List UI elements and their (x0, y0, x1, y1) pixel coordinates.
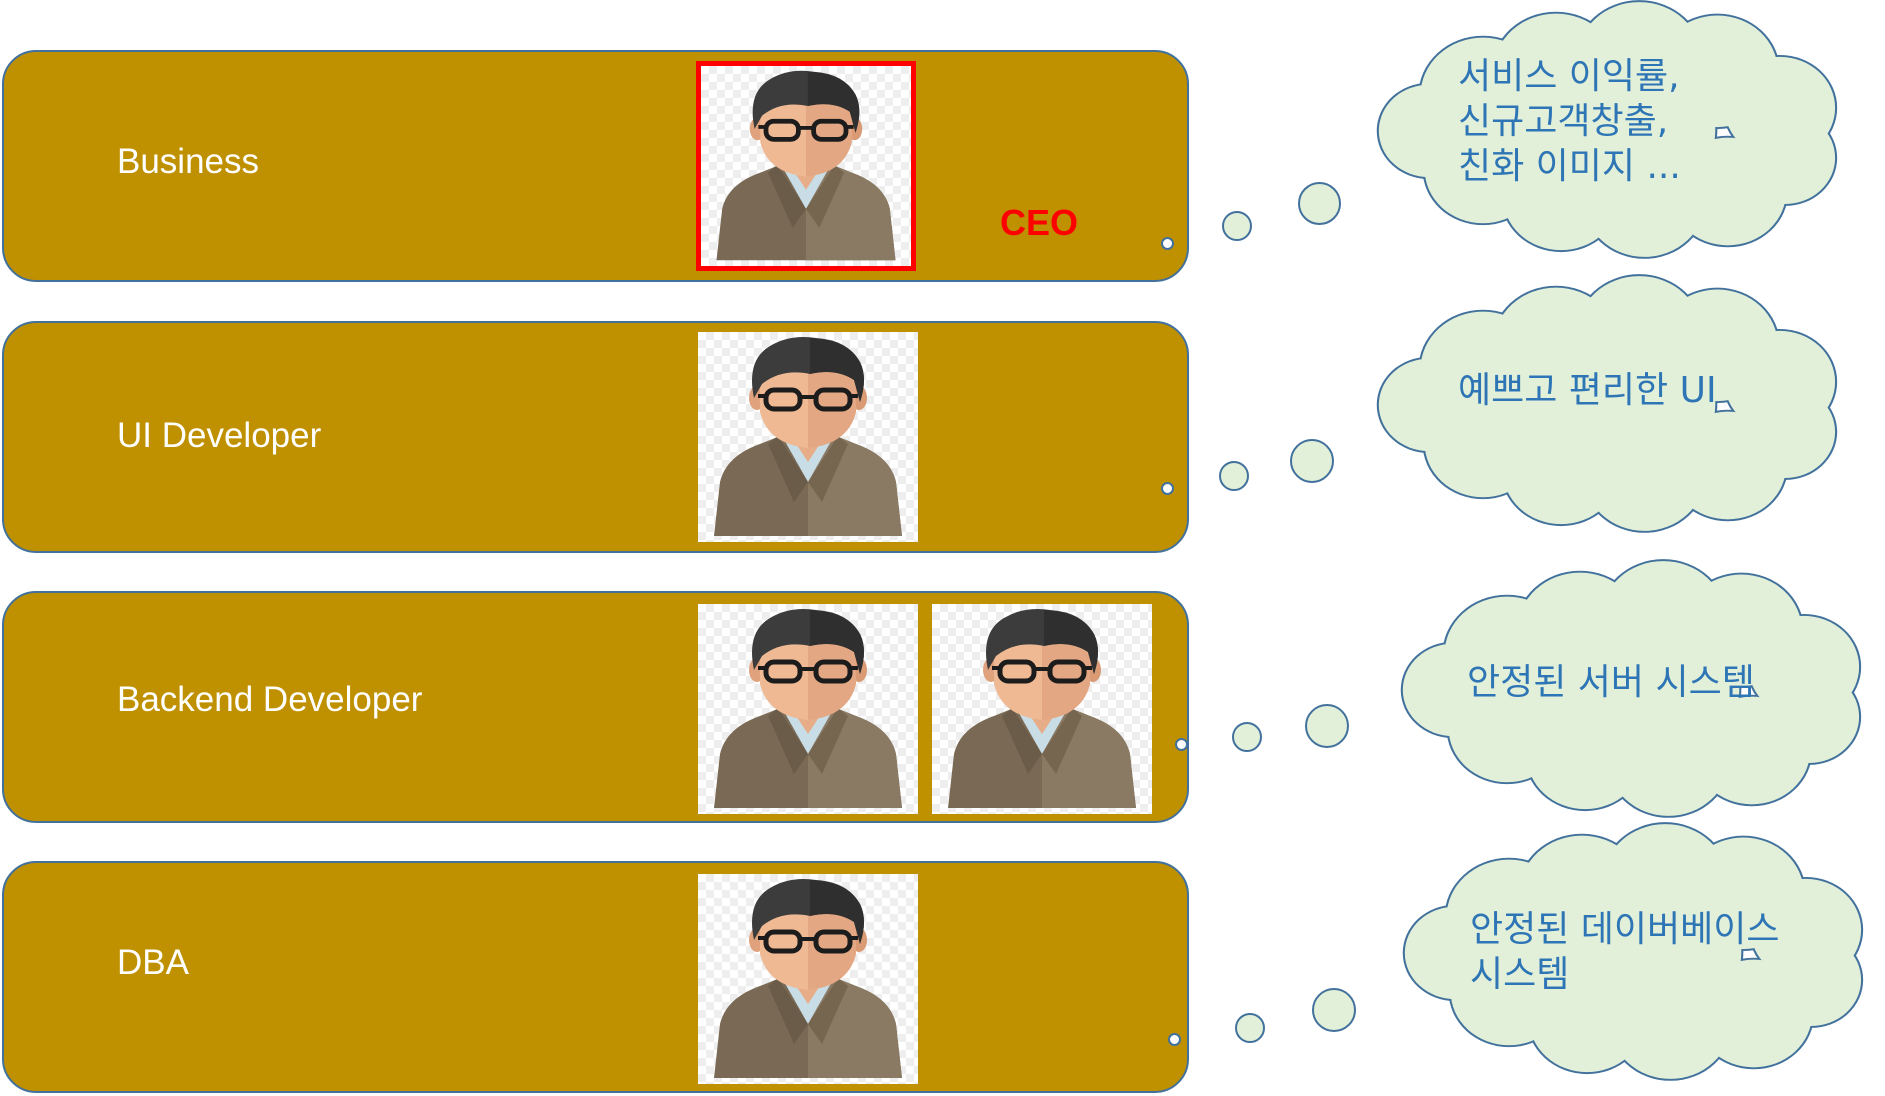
member-avatar-ceo (696, 61, 916, 271)
role-label-ui-developer: UI Developer (117, 416, 322, 455)
member-avatar-dba (698, 874, 918, 1084)
thought-bubble-small (1219, 461, 1249, 491)
thought-cloud-shape (1400, 559, 1862, 818)
thought-bubble-large (1298, 182, 1341, 225)
ceo-badge: CEO (1000, 202, 1079, 243)
thought-bubble-large (1305, 704, 1349, 748)
thought-line: 안정된 데이버베이스 (1470, 909, 1780, 950)
role-box-ui-developer: UI Developer (2, 321, 1189, 553)
person-with-glasses-avatar-icon (714, 337, 902, 536)
connector-dot (1161, 482, 1174, 495)
thought-line: 서비스 이익률, (1458, 56, 1680, 97)
connector-dot (1161, 237, 1174, 250)
thought-bubble-small (1222, 211, 1252, 241)
thought-bubble-large (1312, 988, 1356, 1032)
thought-text-dba: 안정된 데이버베이스 시스템 (1470, 907, 1780, 997)
person-with-glasses-avatar-icon (716, 70, 896, 261)
thought-cloud-ui-developer: 예쁘고 편리한 UI (1358, 274, 1858, 533)
thought-text-business: 서비스 이익률, 신규고객창출, 친화 이미지 ... (1458, 54, 1681, 189)
thought-text-ui-developer: 예쁘고 편리한 UI (1458, 368, 1717, 413)
connector-dot (1175, 738, 1188, 751)
role-label-backend-developer: Backend Developer (117, 680, 423, 719)
thought-line: 안정된 서버 시스템 (1467, 662, 1755, 703)
role-box-dba: DBA (2, 861, 1189, 1093)
thought-cloud-shape (1402, 822, 1864, 1081)
thought-bubble-small (1232, 722, 1262, 752)
role-label-dba: DBA (117, 943, 189, 982)
thought-line: 예쁘고 편리한 UI (1458, 370, 1717, 411)
thought-cloud-business: 서비스 이익률, 신규고객창출, 친화 이미지 ... (1358, 0, 1858, 259)
thought-cloud-backend-developer: 안정된 서버 시스템 (1382, 559, 1882, 818)
thought-line: 친화 이미지 ... (1458, 146, 1681, 187)
thought-cloud-dba: 안정된 데이버베이스 시스템 (1384, 822, 1884, 1081)
member-avatar-ui-developer (698, 332, 918, 542)
person-with-glasses-avatar-icon (714, 879, 902, 1078)
thought-line: 시스템 (1470, 954, 1570, 995)
connector-dot (1168, 1033, 1181, 1046)
thought-cloud-shape (1376, 274, 1838, 533)
role-box-backend-developer: Backend Developer (2, 591, 1189, 823)
thought-line: 신규고객창출, (1458, 101, 1669, 142)
role-box-business: Business CEO (2, 50, 1189, 282)
member-avatar-backend-developer-1 (698, 604, 918, 814)
person-with-glasses-avatar-icon (714, 609, 902, 808)
thought-bubble-large (1290, 439, 1334, 483)
thought-text-backend-developer: 안정된 서버 시스템 (1467, 660, 1755, 705)
thought-cloud-shape (1376, 0, 1838, 259)
thought-bubble-small (1235, 1013, 1265, 1043)
role-label-business: Business (117, 142, 260, 181)
member-avatar-backend-developer-2 (932, 604, 1152, 814)
person-with-glasses-avatar-icon (948, 609, 1136, 808)
